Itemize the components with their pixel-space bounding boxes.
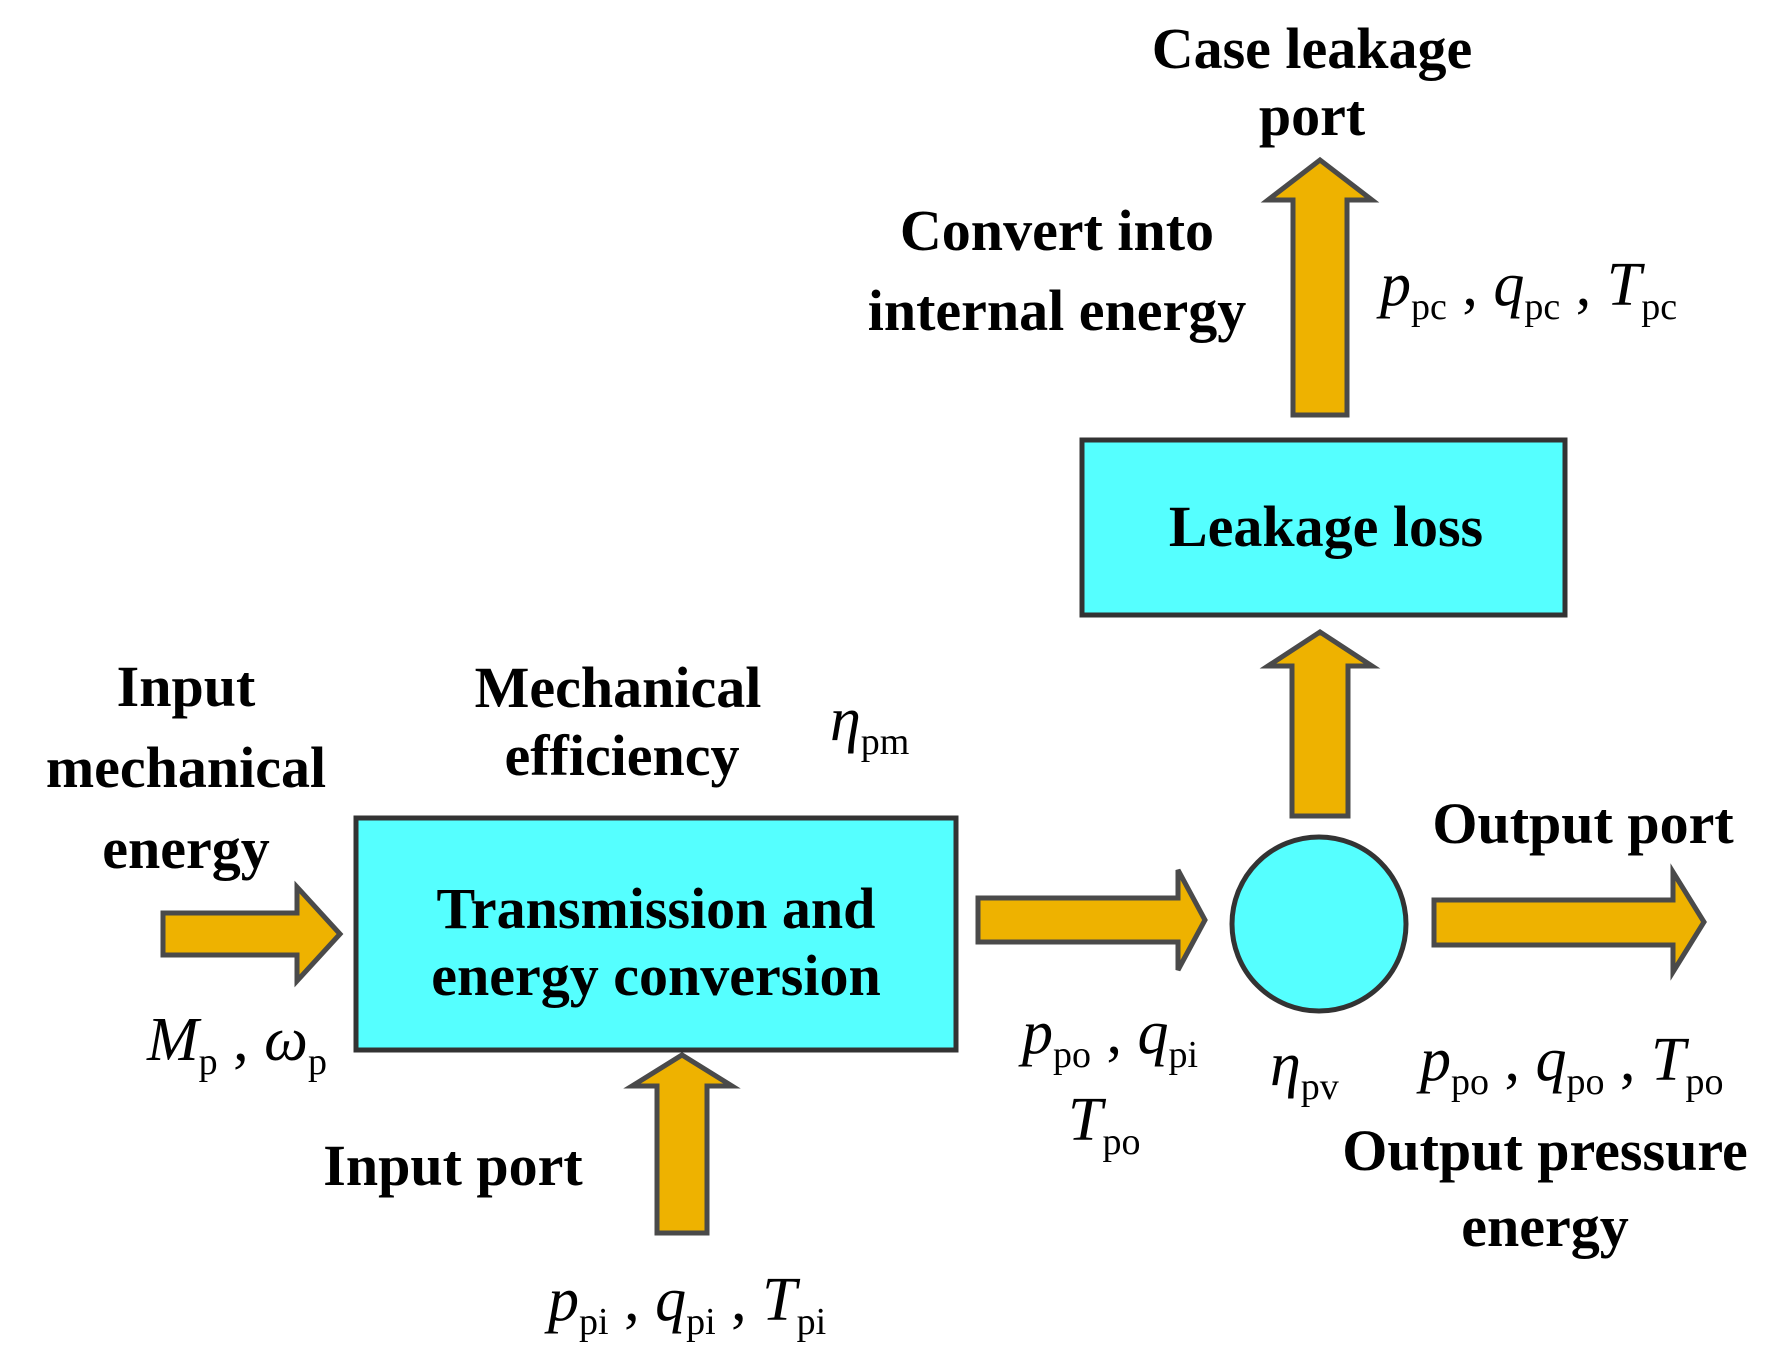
- var-subscript: po: [1567, 1061, 1605, 1103]
- var-subscript: p: [199, 1041, 218, 1083]
- var-symbol: T: [1651, 1026, 1690, 1094]
- convert-internal-line1: Convert into: [900, 198, 1214, 263]
- input-mech-line1: Input: [117, 654, 256, 719]
- transmission-box-label-line1: Transmission and: [437, 876, 876, 941]
- var-eta-pv: ηpv​: [1270, 1031, 1339, 1108]
- var-symbol: η: [1270, 1031, 1301, 1099]
- var-separator: ,: [1447, 251, 1494, 319]
- var-subscript: pc: [1411, 286, 1447, 328]
- arrow-output-port: [1431, 863, 1707, 981]
- output-pressure-line2: energy: [1461, 1194, 1629, 1259]
- input-mech-line2: mechanical: [46, 735, 326, 800]
- mech-eff-line2: efficiency: [504, 723, 739, 788]
- arrow-input-mechanical: [160, 880, 344, 988]
- arrow-to-junction: [975, 868, 1208, 972]
- transmission-box: [353, 815, 959, 1053]
- var-subscript: p: [308, 1041, 327, 1083]
- var-subscript: pi: [686, 1301, 716, 1343]
- var-subscript: pm: [861, 721, 910, 763]
- var-separator: ,: [1560, 251, 1607, 319]
- var-separator: ,: [1091, 999, 1138, 1067]
- var-subscript: po: [1102, 1121, 1140, 1163]
- var-subscript: pv: [1301, 1066, 1339, 1108]
- input-port-label: Input port: [323, 1133, 583, 1198]
- var-symbol: M: [146, 1006, 202, 1074]
- leakage-box-label: Leakage loss: [1169, 494, 1483, 559]
- var-input-port: ppi​ , qpi​ , Tpi​: [544, 1266, 826, 1343]
- var-mech-input: Mp​ , ωp​: [146, 1006, 327, 1083]
- arrow-case-leakage: [1260, 156, 1380, 418]
- arrow-junction-to-leakage: [1259, 629, 1381, 819]
- var-case-leakage: ppc​ , qpc​ , Tpc​: [1376, 251, 1677, 328]
- var-symbol: p: [544, 1266, 579, 1334]
- var-subscript: pi: [797, 1301, 827, 1343]
- var-separator: ,: [1605, 1026, 1652, 1094]
- leakage-box: [1079, 437, 1568, 618]
- var-symbol: q: [655, 1266, 686, 1334]
- var-symbol: p: [1376, 251, 1411, 319]
- var-subscript: pc: [1524, 286, 1560, 328]
- var-separator: ,: [1489, 1026, 1536, 1094]
- var-separator: ,: [716, 1266, 763, 1334]
- var-symbol: q: [1536, 1026, 1567, 1094]
- var-separator: ,: [218, 1006, 265, 1074]
- volumetric-junction-circle: [1229, 834, 1409, 1014]
- mech-eff-line1: Mechanical: [475, 655, 762, 720]
- var-subscript: pc: [1641, 286, 1677, 328]
- case-leakage-port-line2: port: [1259, 83, 1366, 148]
- var-symbol: p: [1018, 999, 1053, 1067]
- var-subscript: po: [1685, 1061, 1723, 1103]
- var-symbol: q: [1493, 251, 1524, 319]
- var-symbol: ω: [264, 1006, 308, 1074]
- var-mid-line2: Tpo​: [1068, 1086, 1140, 1163]
- var-symbol: T: [762, 1266, 801, 1334]
- output-port-label: Output port: [1432, 791, 1734, 856]
- var-symbol: T: [1068, 1086, 1107, 1154]
- case-leakage-port-line1: Case leakage: [1152, 16, 1473, 81]
- var-output: ppo​ , qpo​ , Tpo​: [1416, 1026, 1723, 1103]
- var-mid-line1: ppo​ , qpi​: [1018, 999, 1198, 1076]
- var-subscript: pi: [1169, 1034, 1199, 1076]
- var-symbol: q: [1138, 999, 1169, 1067]
- var-symbol: p: [1416, 1026, 1451, 1094]
- var-subscript: po: [1451, 1061, 1489, 1103]
- var-subscript: po: [1053, 1034, 1091, 1076]
- convert-internal-line2: internal energy: [868, 278, 1247, 343]
- arrows: [160, 156, 1707, 1236]
- var-symbol: η: [830, 686, 861, 754]
- transmission-box-label-line2: energy conversion: [431, 943, 880, 1008]
- var-separator: ,: [609, 1266, 656, 1334]
- var-subscript: pi: [579, 1301, 609, 1343]
- var-eta-pm: ηpm​: [830, 686, 909, 763]
- var-symbol: T: [1607, 251, 1646, 319]
- output-pressure-line1: Output pressure: [1342, 1118, 1748, 1183]
- arrow-input-port: [623, 1052, 741, 1236]
- input-mech-line3: energy: [102, 816, 270, 881]
